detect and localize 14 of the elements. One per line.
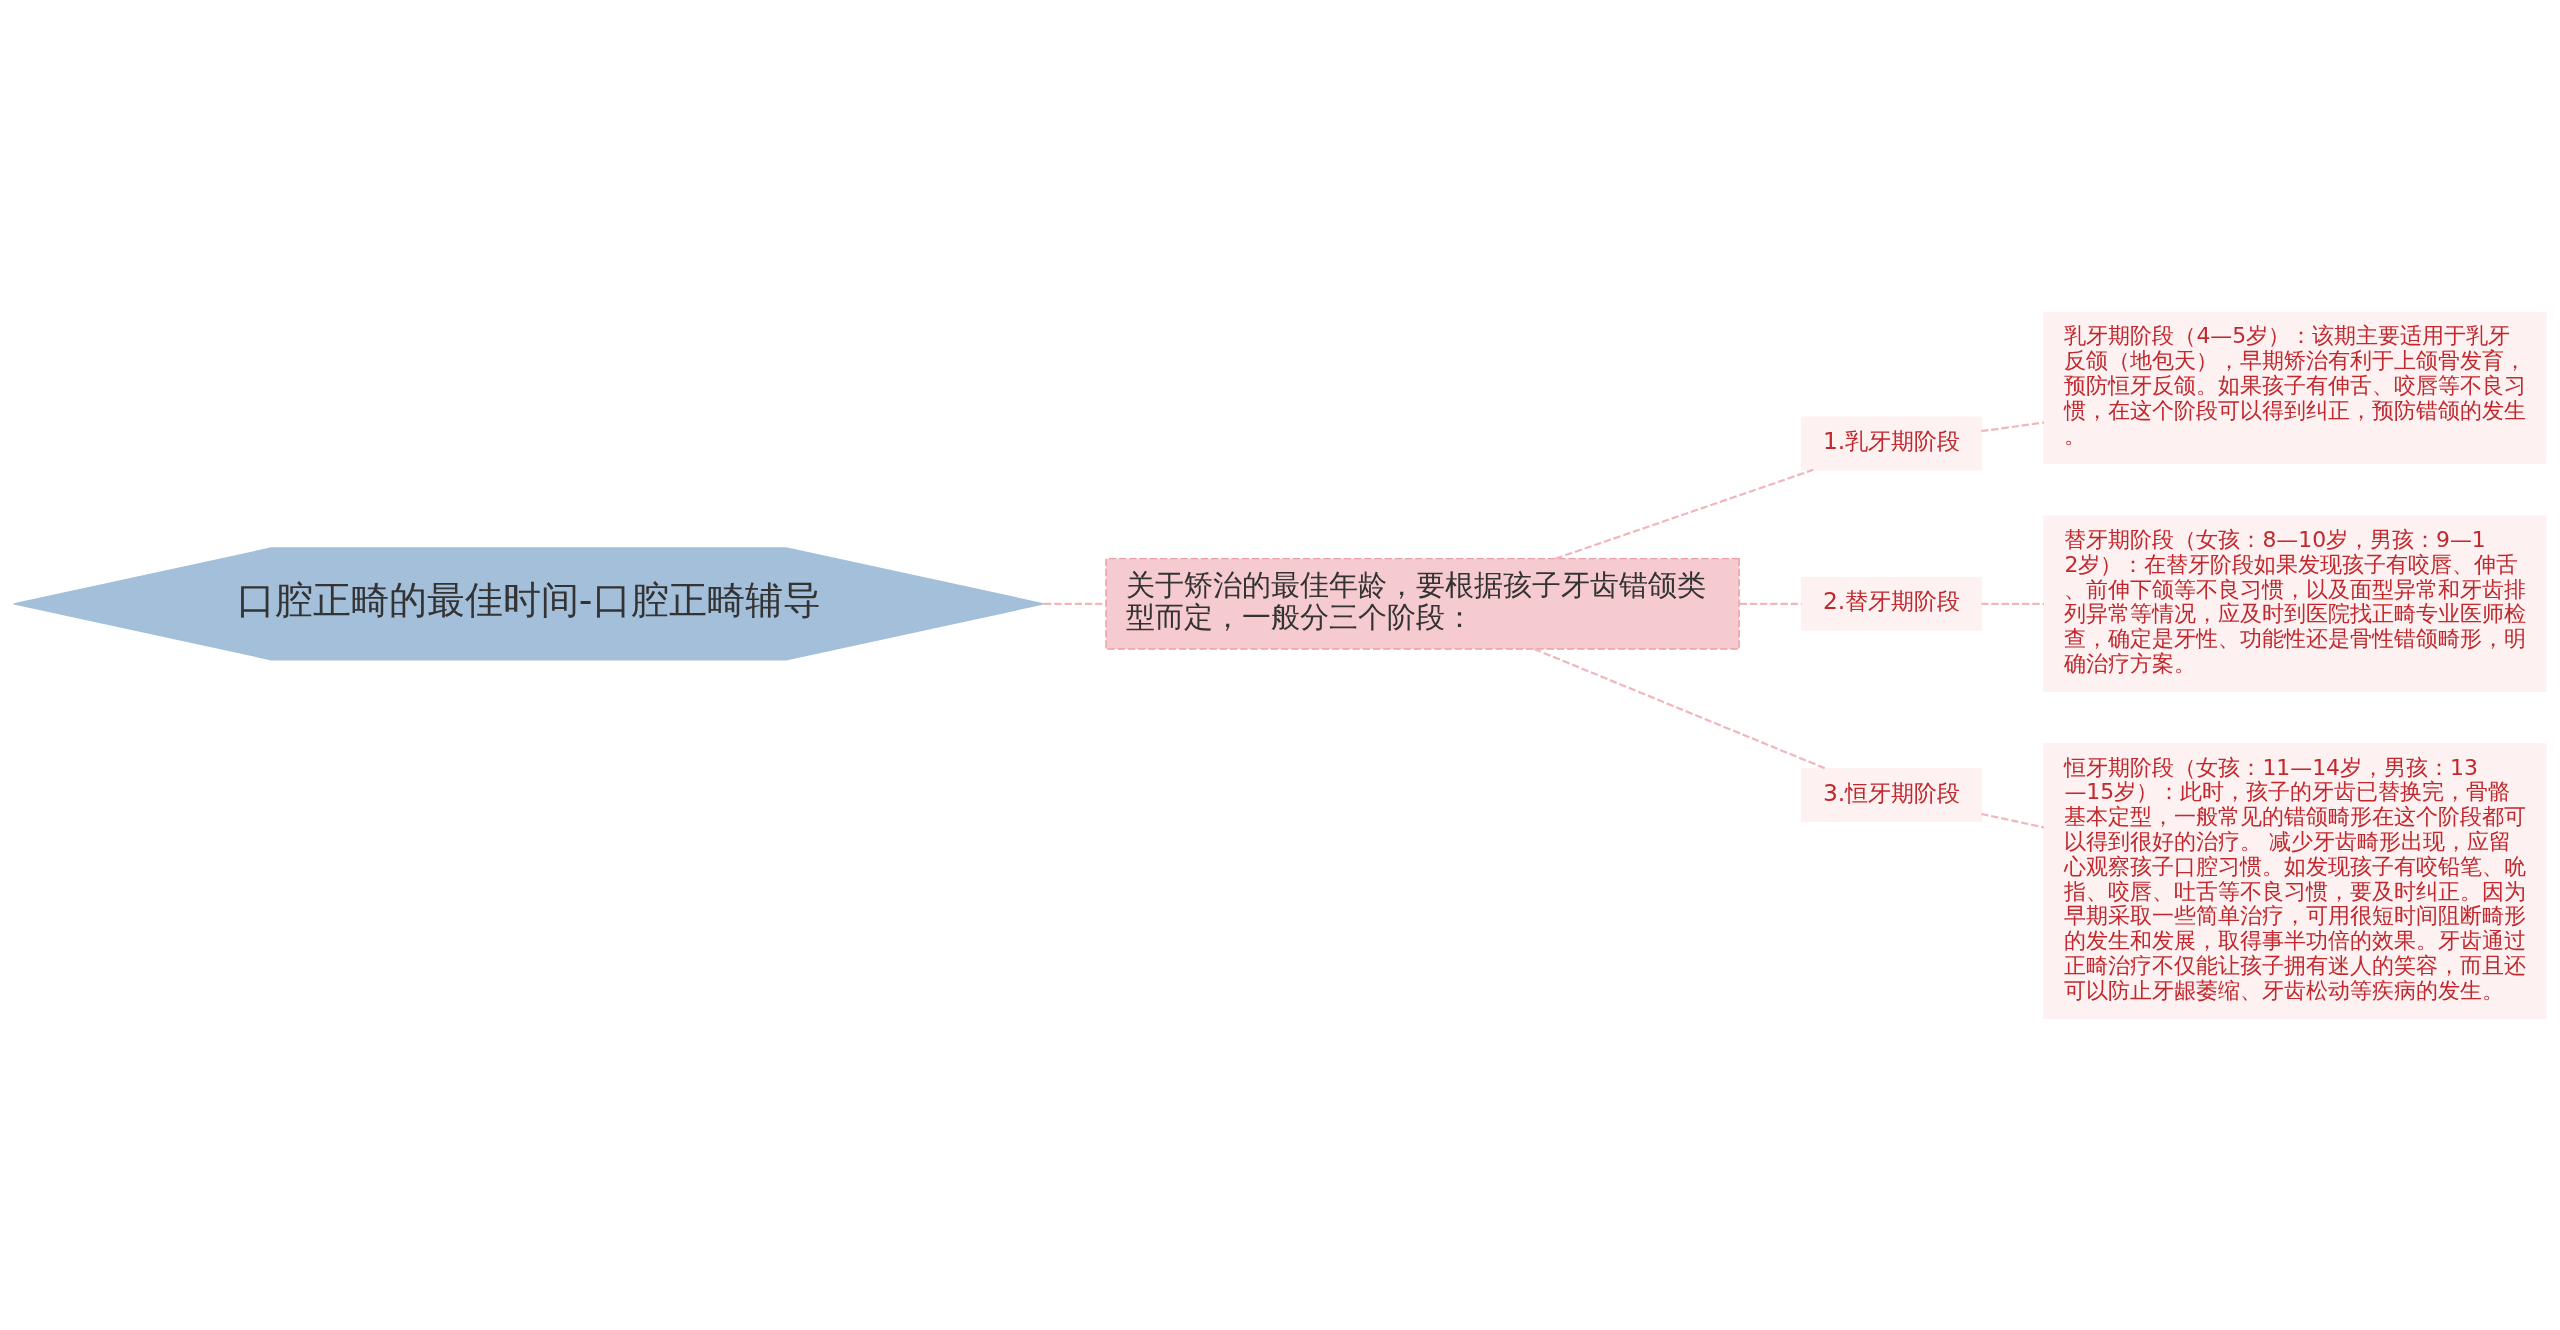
node-box: 乳牙期阶段（4—5岁）：该期主要适用于乳牙反颌（地包天），早期矫治有利于上颌骨发育，预防恒牙反颌。如果孩子有伸舌、咬唇等不良习惯，在这个阶段可以得到纠正，预防错颌的发生。: [2043, 311, 2547, 464]
node-box: 关于矫治的最佳年龄，要根据孩子牙齿错颌类型而定，一般分三个阶段：: [1105, 557, 1740, 650]
connector: [1534, 647, 1827, 770]
node-box: 1.乳牙期阶段: [1801, 415, 1982, 470]
node-box: 2.替牙期阶段: [1801, 576, 1982, 631]
connector: [1555, 468, 1814, 560]
connector: [1043, 602, 1106, 605]
node-box: 恒牙期阶段（女孩：11—14岁，男孩：13—15岁）：此时，孩子的牙齿已替换完，骨骼基本定型，一般常见的错颌畸形在这个阶段都可以得到很好的治疗。 减少牙齿畸形出现，应留心观察孩子口腔习惯。如发现孩子有咬铅笔、吮指、咬唇、吐舌等不良习惯，要及时纠正。因为早期采取一些简单治疗，可用很短时间阻断畸形的发生和发展，取得事半功倍的效果。牙齿通过正畸治疗不仅能让孩子拥有迷人的笑容，而且还可以防止牙龈萎缩、牙齿松动等疾病的发生。: [2043, 742, 2547, 1019]
connector: [1981, 420, 2045, 432]
node-box: 3.恒牙期阶段: [1801, 767, 1982, 822]
connector: [1981, 812, 2045, 828]
connector: [1981, 602, 2044, 605]
connector: [1739, 602, 1802, 605]
node-box: 替牙期阶段（女孩：8—10岁，男孩：9—12岁）：在替牙阶段如果发现孩子有咬唇、伸舌、前伸下颌等不良习惯，以及面型异常和牙齿排列异常等情况，应及时到医院找正畸专业医师检查，确定是牙性、功能性还是骨性错颌畸形，明确治疗方案。: [2043, 515, 2547, 692]
